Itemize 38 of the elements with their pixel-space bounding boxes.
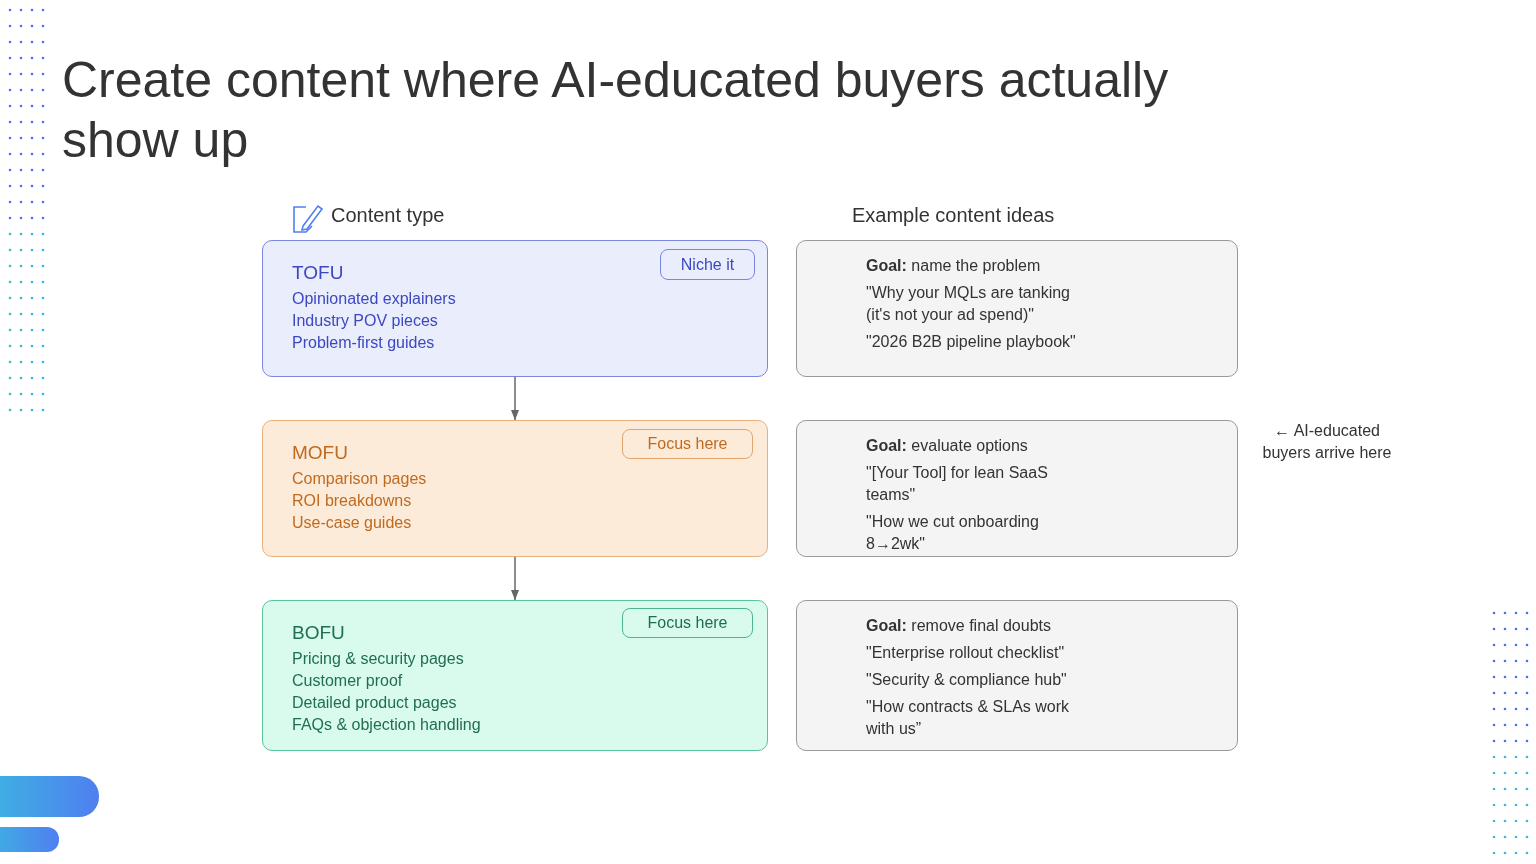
stage-heading: TOFU [292, 261, 344, 285]
arrow [510, 556, 520, 601]
column-heading: Example content ideas [852, 204, 1055, 226]
list-item: Comparison pages [292, 469, 427, 489]
example-text: "Security & compliance hub" [866, 670, 1068, 690]
list-item: Pricing & security pages [292, 649, 464, 669]
example-text: "Enterprise rollout checklist" [866, 643, 1066, 663]
stage-heading: MOFU [292, 441, 348, 465]
ideas-box [796, 420, 1238, 557]
tag-pill: Focus here [622, 608, 753, 638]
stage-box [262, 600, 768, 751]
stage-box [262, 240, 768, 377]
tag-pill: Focus here [622, 429, 753, 459]
example-text: "2026 B2B pipeline playbook" [866, 332, 1077, 352]
example-text: "How contracts & SLAs work with us” [866, 697, 1071, 739]
example-text: "How we cut onboarding 8→2wk" [866, 512, 1040, 554]
ideas-box [796, 600, 1238, 751]
goal-text: Goal: name the problem [866, 256, 1042, 276]
list-item: Opinionated explainers [292, 289, 456, 309]
goal-text: Goal: evaluate options [866, 436, 1029, 456]
title: Create content where AI-educated buyers actually show up [62, 51, 1170, 170]
annotation-text: ← AI-educated buyers arrive here [1261, 421, 1393, 463]
list-item: ROI breakdowns [292, 491, 412, 511]
list-item: Customer proof [292, 671, 403, 691]
list-item: Problem-first guides [292, 333, 435, 353]
stage-box [262, 420, 768, 557]
arrow [510, 376, 520, 421]
example-text: "Why your MQLs are tanking (it's not your ad spend)" [866, 283, 1071, 325]
list-item: Detailed product pages [292, 693, 457, 713]
list-item: FAQs & objection handling [292, 715, 481, 735]
goal-text: Goal: remove final doubts [866, 616, 1052, 636]
list-item: Industry POV pieces [292, 311, 438, 331]
stage-heading: BOFU [292, 621, 345, 645]
list-item: Use-case guides [292, 513, 412, 533]
ideas-box [796, 240, 1238, 377]
column-heading: Content type [331, 204, 445, 226]
example-text: "[Your Tool] for lean SaaS teams" [866, 463, 1049, 505]
tag-pill: Niche it [660, 249, 755, 280]
